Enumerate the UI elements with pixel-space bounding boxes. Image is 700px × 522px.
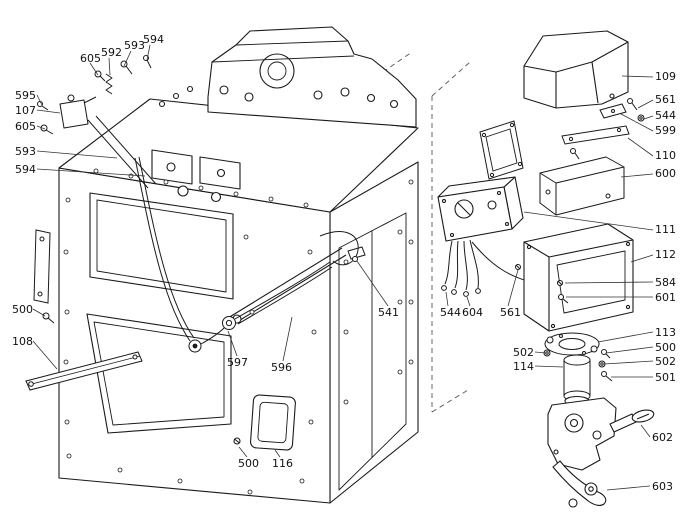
pipe-114 [563, 354, 591, 402]
control-box [437, 176, 524, 242]
part-label-594-a: 594 [143, 33, 164, 46]
part-label-501: 501 [655, 371, 676, 384]
part-label-111: 111 [655, 223, 676, 236]
part-label-561-a: 561 [500, 306, 521, 319]
part-label-544-a: 544 [440, 306, 461, 319]
part-label-596: 596 [271, 361, 292, 374]
part-label-605-b: 605 [15, 120, 36, 133]
part-label-605-a: 605 [80, 52, 101, 65]
flange-fasteners [543, 349, 613, 382]
part-label-584: 584 [655, 276, 676, 289]
part-label-561-b: 561 [655, 93, 676, 106]
part-label-502-b: 502 [655, 355, 676, 368]
mounting-bar [25, 351, 143, 391]
cabinet-top-deck [58, 98, 419, 213]
part-label-500-c: 500 [655, 341, 676, 354]
part-label-600: 600 [655, 167, 676, 180]
part-label-604: 604 [462, 306, 483, 319]
front-opening [89, 192, 234, 300]
gasket-plate [479, 120, 524, 180]
part-label-597: 597 [227, 356, 248, 369]
cover-plate-116 [233, 394, 296, 451]
part-label-595: 595 [15, 89, 36, 102]
part-label-110: 110 [655, 149, 676, 162]
lever-603 [552, 460, 607, 508]
part-label-544-b: 544 [655, 109, 676, 122]
part-label-114: 114 [513, 360, 534, 373]
terminal-541 [347, 246, 366, 260]
part-label-594-b: 594 [15, 163, 36, 176]
part-label-500-b: 500 [238, 457, 259, 470]
bracket-600 [539, 148, 625, 216]
wire-harness [441, 239, 531, 297]
part-label-599: 599 [655, 124, 676, 137]
hood-cover [523, 30, 629, 109]
part-label-502-a: 502 [513, 346, 534, 359]
part-label-593-a: 593 [124, 39, 145, 52]
part-label-113: 113 [655, 326, 676, 339]
part-label-500-a: 500 [12, 303, 33, 316]
part-label-541: 541 [378, 306, 399, 319]
micro-switch-body [59, 99, 89, 129]
enclosure-112 [523, 223, 634, 332]
part-label-112: 112 [655, 248, 676, 261]
part-label-592: 592 [101, 46, 122, 59]
part-label-602: 602 [652, 431, 673, 444]
flange-113 [544, 332, 600, 356]
part-label-108: 108 [12, 335, 33, 348]
part-label-601: 601 [655, 291, 676, 304]
rivet-holes [63, 168, 414, 495]
part-label-593-b: 593 [15, 145, 36, 158]
spring [105, 73, 113, 95]
main-cabinet [58, 98, 419, 504]
part-label-109: 109 [655, 70, 676, 83]
side-strip [33, 229, 55, 324]
part-label-116: 116 [272, 457, 293, 470]
manifold-bore [259, 53, 295, 89]
flat-bar-110 [561, 125, 630, 145]
strain-relief [222, 316, 236, 330]
hood-fasteners [599, 98, 645, 122]
leader-lines [32, 44, 654, 491]
part-label-107: 107 [15, 104, 36, 117]
cable-assembly [134, 156, 366, 353]
valve-body [547, 395, 655, 471]
part-label-603: 603 [652, 480, 673, 493]
top-manifold [158, 26, 417, 128]
